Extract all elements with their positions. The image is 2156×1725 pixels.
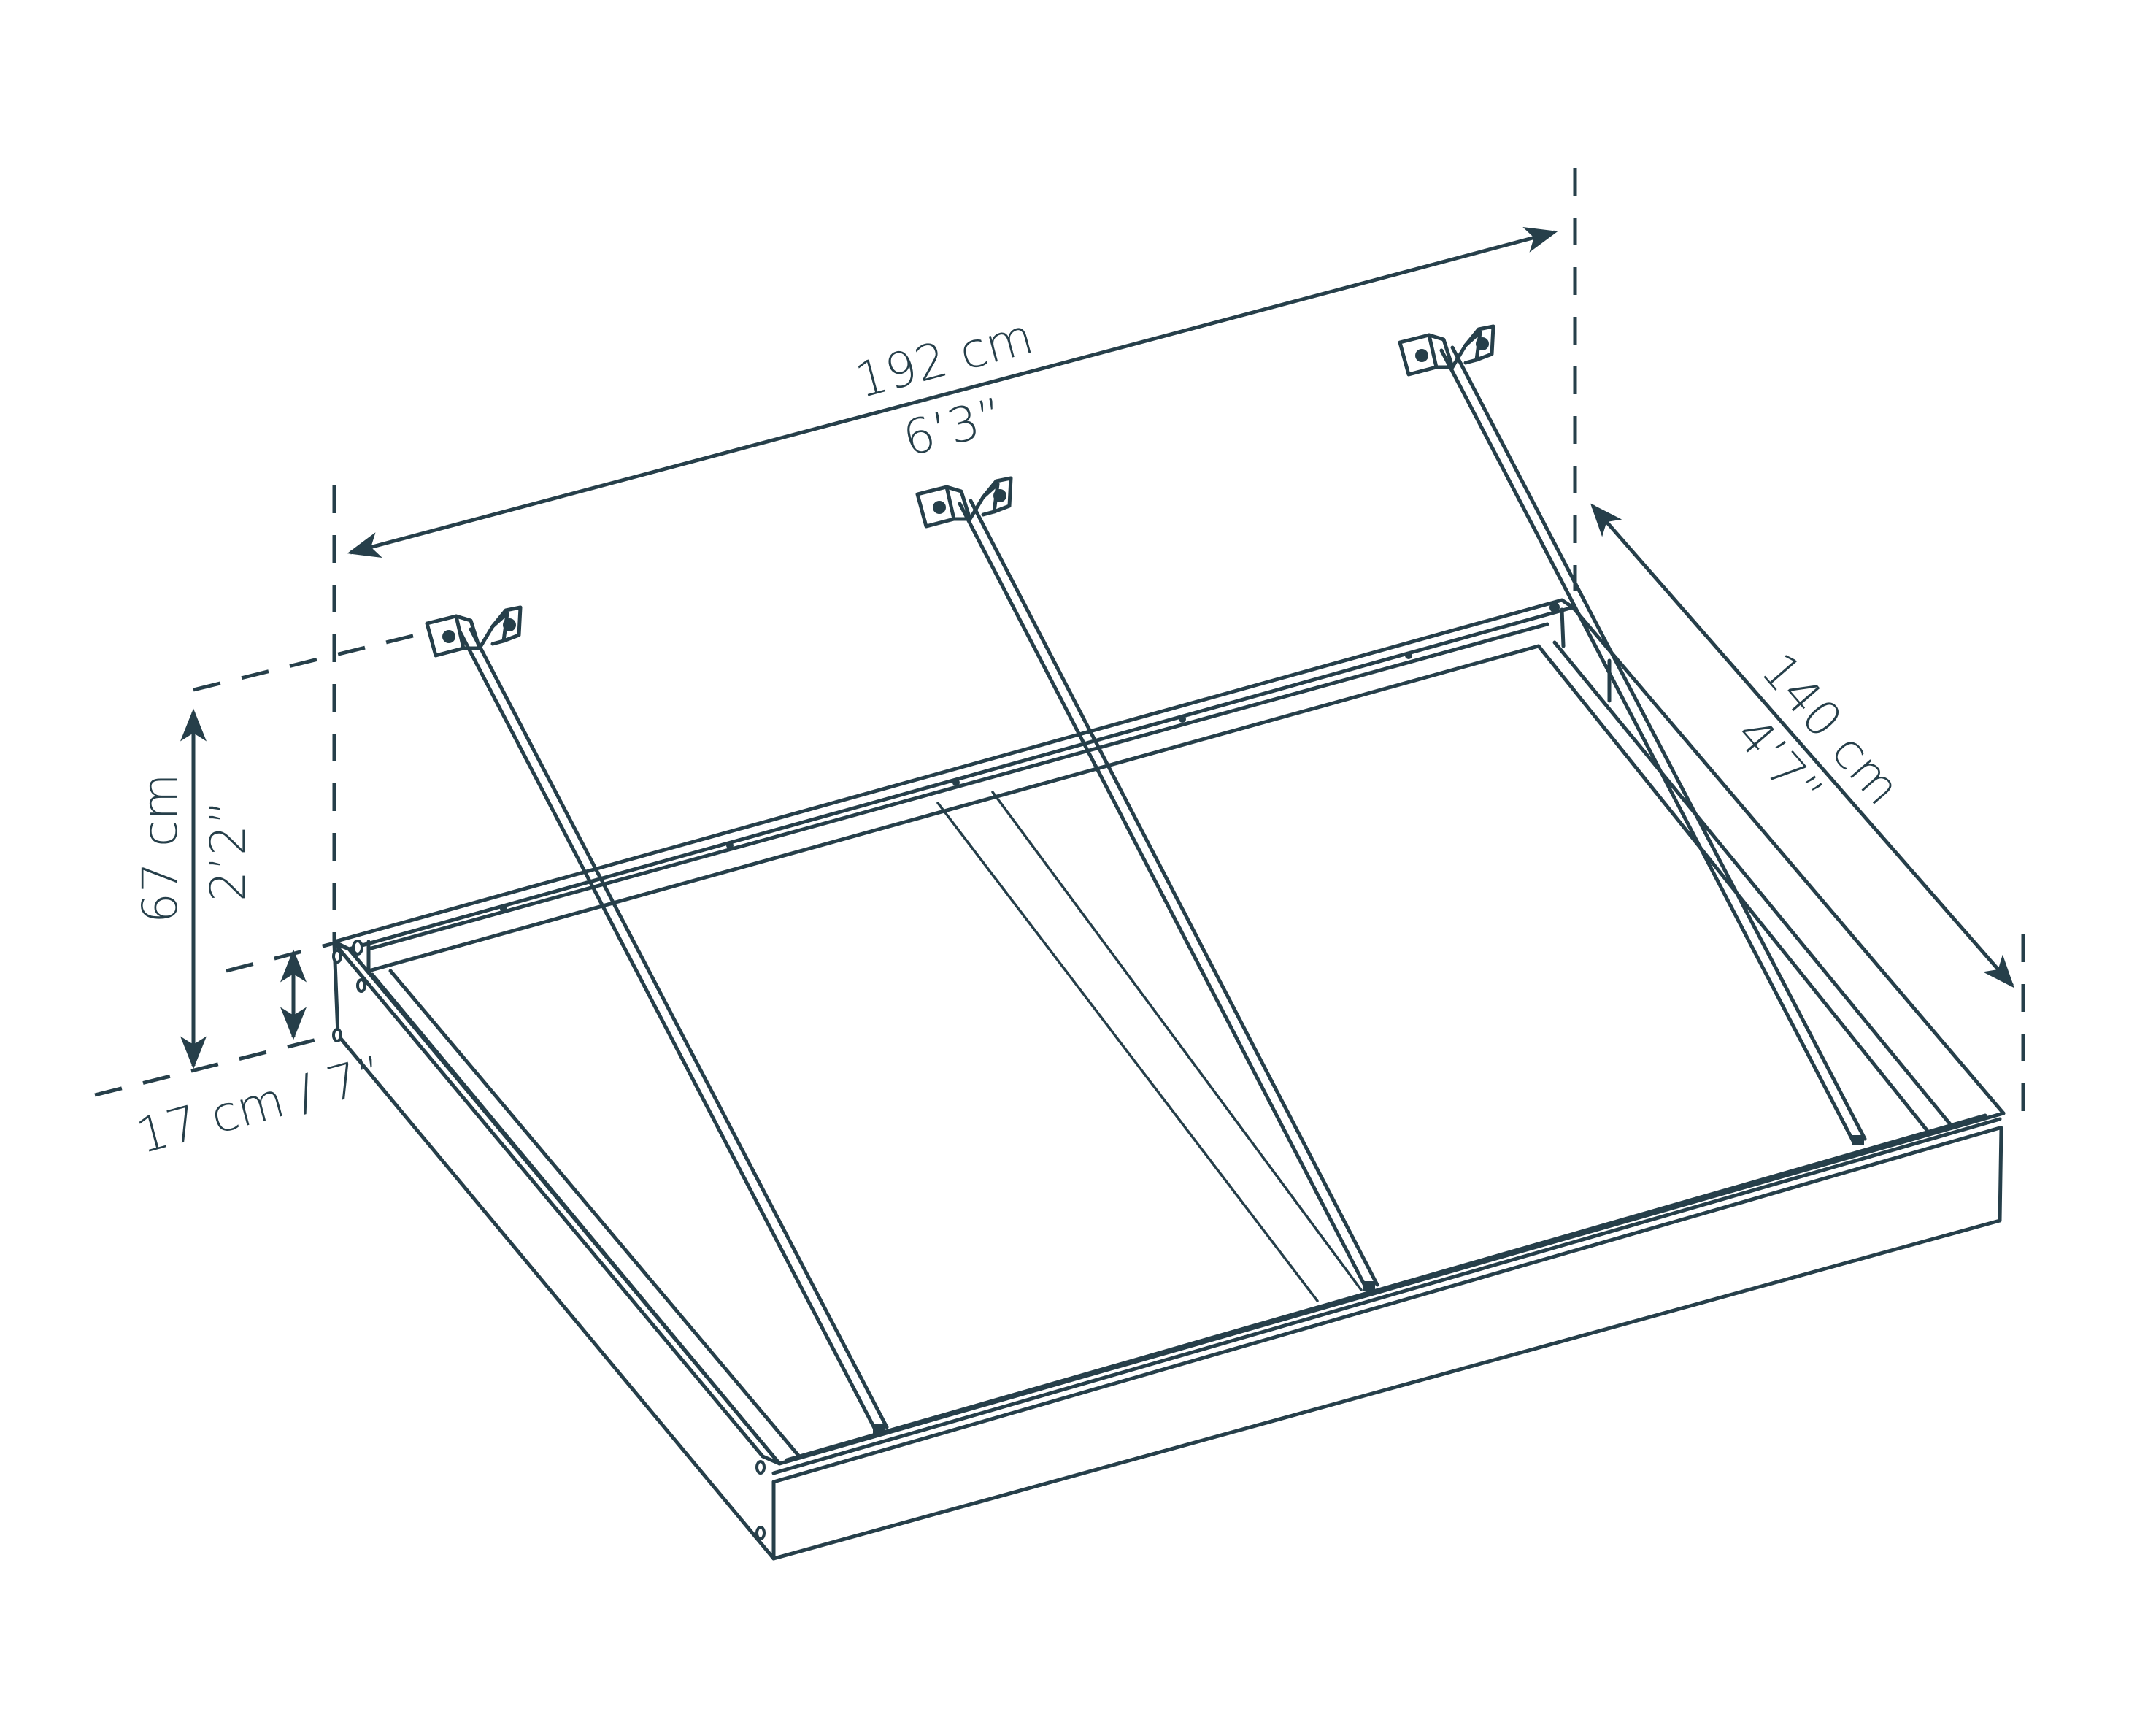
width-arrow <box>347 227 1558 558</box>
bolt-holes <box>332 602 1560 1540</box>
wall-brackets <box>425 324 1495 658</box>
strut-right <box>1439 345 1867 1145</box>
width-imperial-label: 6’3” <box>897 387 1009 467</box>
depth-arrow <box>1590 503 2014 988</box>
strut-left <box>458 627 889 1434</box>
height-imperial-label: 2’2” <box>200 800 256 902</box>
strut-middle <box>958 499 1379 1291</box>
wall-bracket-right <box>1398 324 1495 377</box>
dimension-arrows <box>180 227 2014 1069</box>
wall-bracket-left <box>425 605 523 658</box>
wall-bracket-middle <box>915 476 1013 529</box>
canopy-frame <box>332 598 2006 1561</box>
support-struts <box>458 345 1867 1434</box>
frame-height-label: 17 cm / 7” <box>131 1045 389 1165</box>
height-metric-label: 67 cm <box>132 773 188 923</box>
extension-lines <box>94 168 2025 1117</box>
